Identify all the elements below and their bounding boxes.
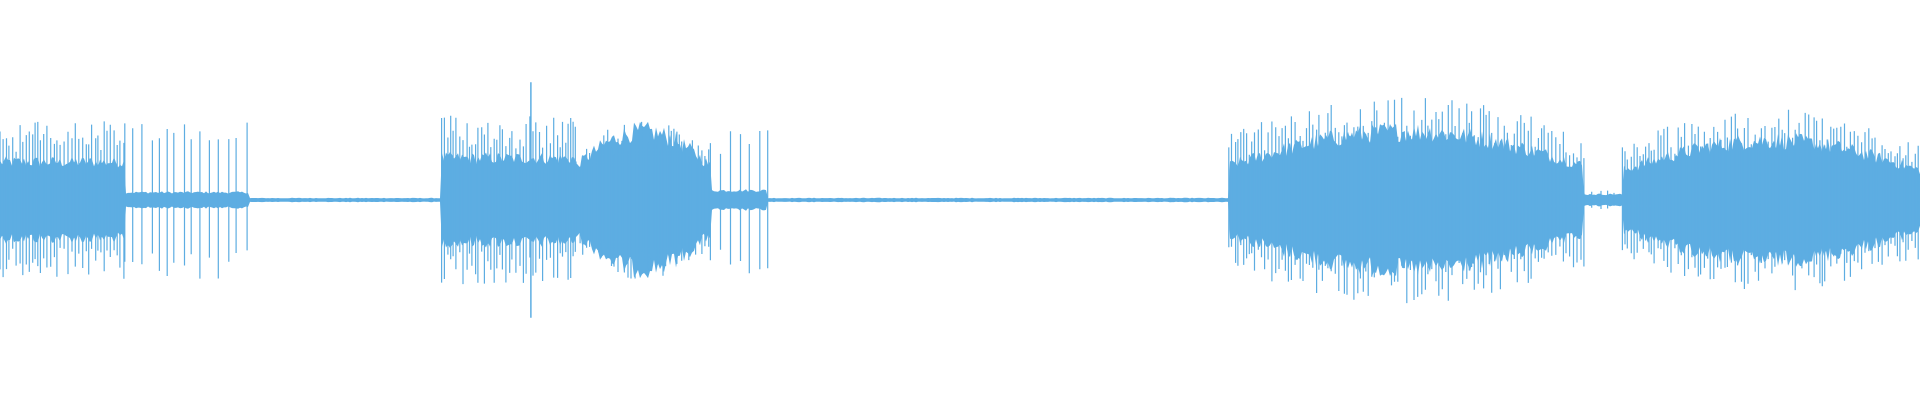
waveform-peaks xyxy=(0,97,1919,304)
